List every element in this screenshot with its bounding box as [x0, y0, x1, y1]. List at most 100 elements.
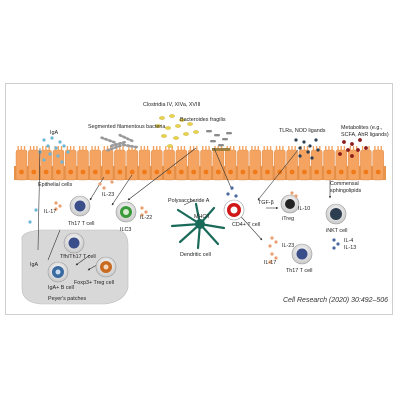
tgfb-label: TGF-β [258, 200, 274, 206]
sfb-filament [100, 136, 116, 144]
epithelial-nucleus [289, 169, 295, 175]
metabolite-dots [338, 138, 368, 158]
epithelial-nucleus [302, 169, 307, 175]
microvillus [275, 146, 278, 151]
epithelial-cell [151, 149, 163, 181]
inkt-cell [325, 203, 347, 225]
cytokine-dot [54, 201, 58, 205]
epithelial-nucleus [191, 169, 197, 175]
cytokine-dot [332, 246, 336, 250]
microvillus [319, 146, 321, 151]
sfb-segment [111, 140, 116, 144]
epithelial-nucleus [252, 169, 258, 175]
epithelial-cell [261, 149, 274, 181]
iga-patch-label: IgA [30, 262, 38, 268]
microvillus [131, 146, 133, 151]
epithelial-nucleus [240, 169, 246, 175]
epithelial-nucleus [80, 169, 86, 175]
metabolite-dot [358, 138, 362, 142]
polysaccharide-bar [212, 148, 230, 151]
iga-dot [42, 158, 46, 162]
dendritic-label: Dendritic cell [180, 252, 211, 258]
microvillus [85, 146, 87, 151]
microvillus [263, 146, 265, 151]
bacteroides-cell [226, 132, 232, 135]
sfb-segment [103, 137, 109, 141]
epithelial-cell [163, 149, 175, 181]
ilc3-label: ILC3 [120, 227, 131, 233]
epithelial-nucleus [43, 169, 49, 175]
epithelial-nucleus [228, 169, 234, 175]
bacteroides-cell [218, 144, 224, 147]
microvillus [33, 146, 35, 151]
sfb-segment [118, 133, 123, 138]
epithelial-cell [224, 149, 237, 181]
microvillus [97, 146, 100, 151]
microvillus [266, 146, 269, 151]
bacteroides-cell [214, 134, 220, 137]
cytokine-dot [58, 204, 62, 208]
cytokine-dot [270, 236, 274, 240]
sfb-segment [106, 148, 111, 152]
cytokine-dot [270, 252, 274, 256]
microvillus [380, 146, 382, 151]
epithelial-cell [200, 149, 212, 181]
tlr-ligand [306, 150, 310, 154]
microvillus [192, 146, 195, 151]
iga-dot [50, 136, 54, 140]
epithelial-nucleus [351, 169, 356, 175]
metabolite-dot [342, 140, 346, 144]
clostridia-cell [173, 136, 179, 140]
microvillus [294, 146, 296, 151]
metabolite-dot [364, 146, 368, 150]
dendritic-cell [170, 202, 226, 250]
clostridia-cell [167, 144, 173, 148]
tlr-ligand [302, 140, 306, 144]
epithelial-nucleus [154, 169, 160, 175]
microvillus [156, 146, 158, 151]
tlr-ligand [298, 154, 302, 158]
clostridia-bacteria [155, 114, 199, 148]
il10-label: IL-10 [298, 206, 310, 212]
sfb-segment [117, 144, 122, 148]
sfb-segment [122, 135, 127, 139]
microvillus [328, 146, 330, 151]
microvillus [140, 146, 142, 151]
cytokine-dot [294, 194, 298, 198]
microvillus [134, 146, 136, 151]
microvillus [29, 146, 32, 151]
il23-right-label: IL-23 [282, 243, 294, 249]
microvillus [202, 146, 204, 151]
microvillus [66, 146, 69, 151]
microvillus [251, 146, 253, 151]
epithelial-cell [249, 149, 261, 181]
il22-label: IL-22 [140, 215, 152, 221]
iga-b-cell [47, 261, 69, 283]
microvillus [254, 146, 256, 151]
microvillus [233, 146, 235, 151]
microvillus [196, 146, 198, 151]
segmented-filamentous-bacteria [100, 133, 139, 152]
tfh-th17-cell [63, 232, 85, 254]
cytokine-dot [140, 213, 144, 217]
microvillus [356, 146, 358, 151]
th17-left-label: Th17 T cell [68, 221, 94, 227]
sfb-segment [129, 144, 135, 148]
sfb-filament [106, 144, 122, 152]
sfb-segment [125, 137, 130, 141]
th17-cell-right [291, 243, 313, 265]
bacteroides-cell [222, 138, 228, 141]
iga-dot [66, 150, 70, 154]
citation: Cell Research (2020) 30:492–506 [283, 297, 389, 304]
microvillus [119, 146, 121, 151]
epithelial-nucleus [363, 169, 369, 175]
microvillus [361, 146, 364, 151]
microvillus [245, 146, 247, 151]
clostridia-cell [161, 134, 167, 138]
microvillus [180, 146, 182, 151]
microvillus [352, 146, 355, 151]
metabolite-dot [350, 142, 354, 146]
epithelial-cell [77, 149, 89, 181]
epithelial-layer [14, 146, 386, 181]
sfb-filament [110, 140, 126, 148]
